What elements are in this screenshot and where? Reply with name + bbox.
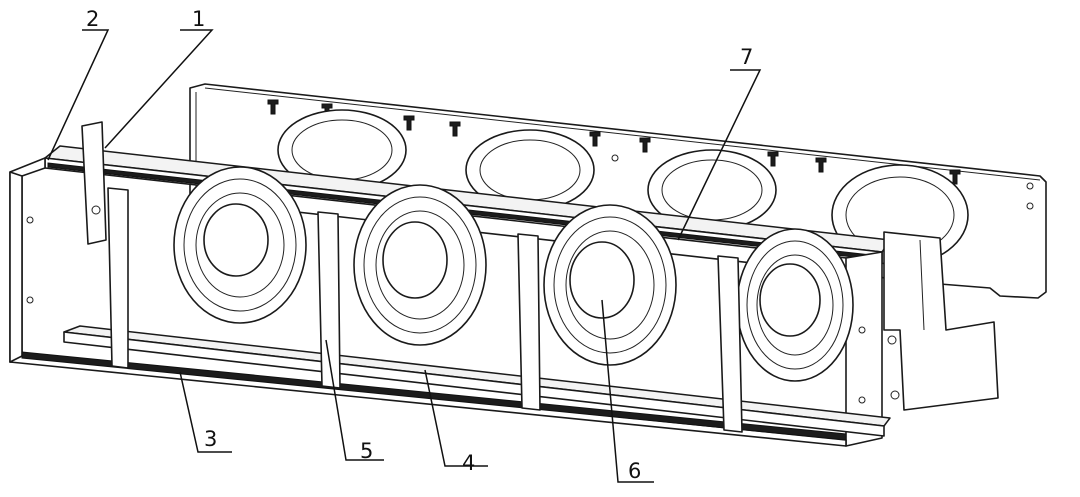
leader-1 <box>104 29 214 149</box>
vertical-struts <box>107 187 743 433</box>
leader-3 <box>179 371 232 453</box>
leader-7 <box>677 69 762 241</box>
fan-2 <box>353 184 487 346</box>
leader-4 <box>424 369 488 467</box>
callout-6: 6 <box>628 459 641 483</box>
callout-4: 4 <box>462 451 475 475</box>
keyhole-slots <box>267 99 1034 210</box>
fan-3 <box>543 204 677 366</box>
leader-lines <box>47 29 762 483</box>
callout-1: 1 <box>192 7 205 31</box>
callout-labels: 1 2 3 4 5 6 7 <box>86 7 753 483</box>
leader-6 <box>601 299 654 483</box>
front-frame <box>9 157 999 447</box>
leader-2 <box>47 29 110 161</box>
leader-5 <box>325 339 384 461</box>
fan-1 <box>173 166 307 324</box>
callout-3: 3 <box>204 427 217 451</box>
front-fans <box>173 166 854 382</box>
bottom-rail <box>9 351 847 447</box>
fan-4 <box>736 228 854 382</box>
callout-7: 7 <box>740 45 753 69</box>
callout-5: 5 <box>360 439 373 463</box>
callout-2: 2 <box>86 7 99 31</box>
